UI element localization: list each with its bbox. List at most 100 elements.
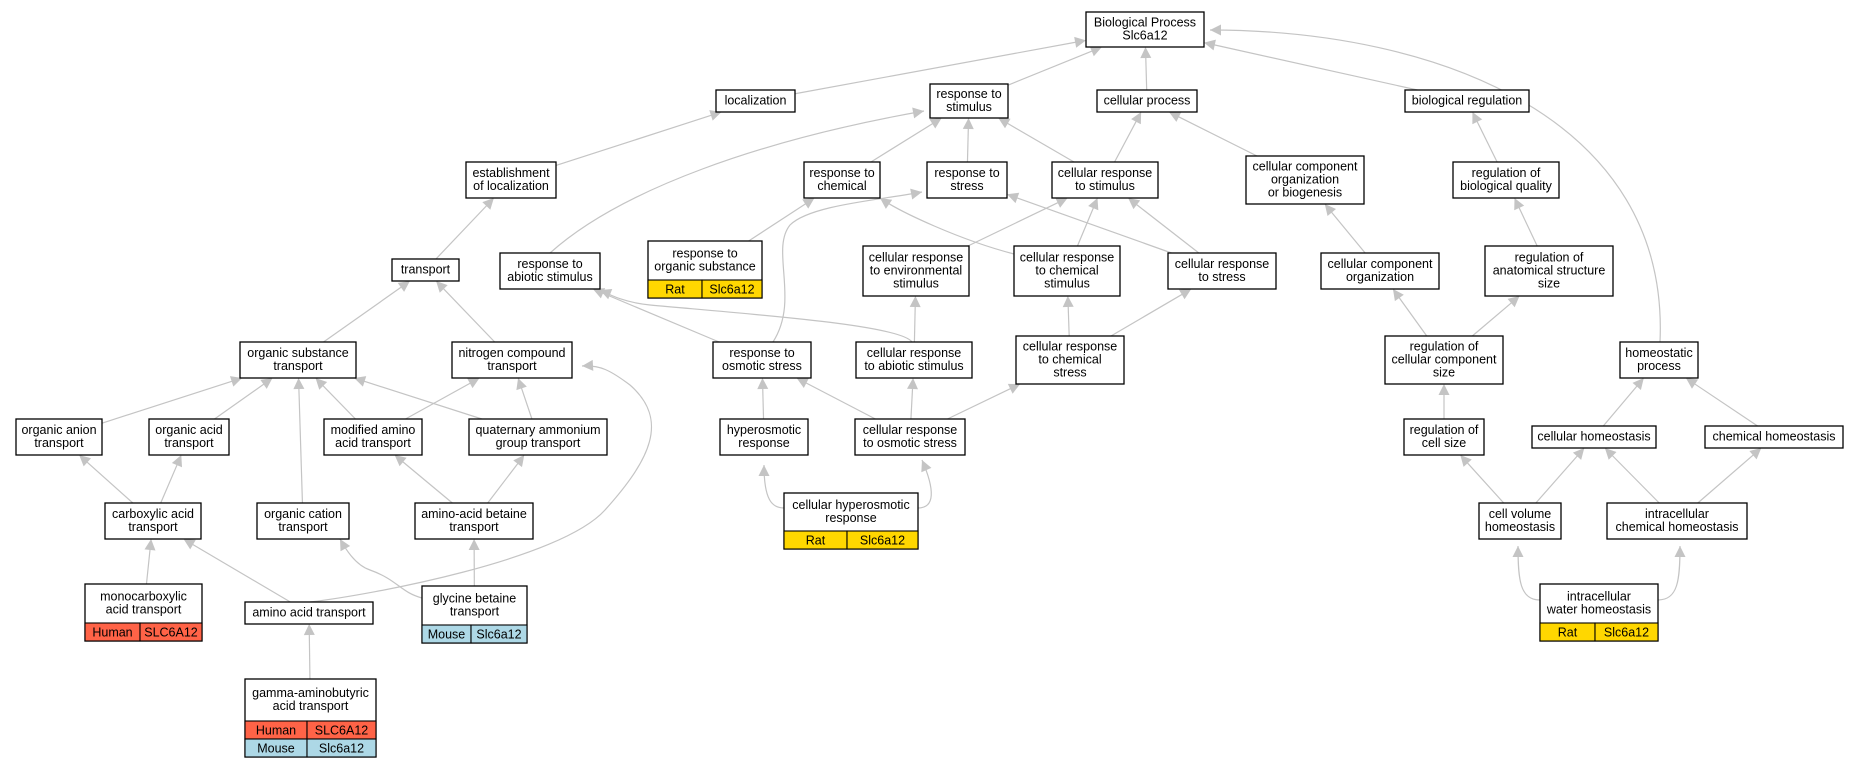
edge-cellular-response-to-osmotic-stress-to-cellular-response-to-abiotic-stimulus bbox=[907, 378, 918, 420]
edge-line bbox=[405, 382, 472, 420]
node-localization[interactable]: localization bbox=[715, 89, 796, 113]
edge-cellular-response-to-osmotic-stress-to-response-to-osmotic-stress bbox=[796, 378, 876, 420]
node-label: response to bbox=[809, 166, 874, 180]
node-label: to stress bbox=[1198, 270, 1245, 284]
edge-arrowhead bbox=[1392, 289, 1404, 302]
node-box bbox=[391, 258, 460, 282]
edge-response-to-chemical-to-response-to-stimulus bbox=[870, 118, 942, 163]
gene-cell bbox=[470, 624, 528, 644]
node-label: response bbox=[738, 436, 789, 450]
edge-line bbox=[1114, 120, 1137, 163]
edge-arrowhead bbox=[1572, 448, 1585, 460]
node-amino-acid-transport[interactable]: amino acid transport bbox=[244, 601, 374, 625]
node-box bbox=[104, 502, 202, 540]
node-label: amino-acid betaine bbox=[421, 507, 527, 521]
species-label: Rat bbox=[1558, 625, 1578, 639]
edge-monocarboxylic-acid-transport-to-carboxylic-acid-transport bbox=[144, 539, 156, 585]
node-label: biological quality bbox=[1460, 179, 1552, 193]
node-label: cellular component bbox=[1253, 159, 1358, 173]
edge-arrowhead bbox=[912, 107, 924, 119]
edge-response-to-osmotic-stress-to-response-to-stress bbox=[772, 188, 923, 343]
node-transport[interactable]: transport bbox=[391, 258, 460, 282]
edge-cellular-response-to-abiotic-stimulus-to-response-to-abiotic-stimulus bbox=[599, 288, 913, 343]
edge-arrowhead bbox=[709, 110, 722, 121]
edge-line bbox=[1466, 462, 1505, 504]
edge-arrowhead bbox=[962, 118, 974, 130]
node-label: cellular homeostasis bbox=[1537, 429, 1650, 443]
node-biological-regulation[interactable]: biological regulation bbox=[1404, 89, 1530, 113]
edge-arrowhead bbox=[144, 539, 156, 551]
edge-arrowhead bbox=[183, 539, 196, 550]
edge-cellular-response-to-environmental-stimulus-to-cellular-response-to-stimulus bbox=[967, 197, 1068, 247]
node-label: to chemical bbox=[1035, 263, 1098, 277]
edge-cellular-component-org-biogenesis-to-cellular-process bbox=[1169, 112, 1258, 157]
edge-line bbox=[599, 289, 913, 343]
gene-label: Slc6a12 bbox=[319, 741, 364, 755]
edge-nitrogen-compound-transport-to-transport bbox=[436, 281, 496, 343]
edge-arrowhead bbox=[1128, 198, 1141, 210]
edge-amino-acid-betaine-transport-to-quaternary-ammonium-group-transport bbox=[487, 455, 525, 504]
gene-label: Slc6a12 bbox=[860, 533, 905, 547]
edge-line bbox=[1145, 56, 1148, 91]
edge-arrowhead bbox=[1512, 546, 1524, 557]
edge-line bbox=[1006, 122, 1075, 163]
node-label: anatomical structure bbox=[1493, 263, 1606, 277]
node-label: acid transport bbox=[106, 602, 182, 616]
node-cellular-homeostasis[interactable]: cellular homeostasis bbox=[1531, 425, 1657, 449]
edge-organic-anion-transport-to-organic-substance-transport bbox=[101, 376, 243, 424]
edge-arrowhead bbox=[1749, 448, 1762, 460]
node-cellular-process[interactable]: cellular process bbox=[1096, 89, 1198, 113]
gene-cell bbox=[139, 622, 203, 642]
edge-arrowhead bbox=[1438, 384, 1450, 395]
edge-cellular-response-to-chemical-stimulus-to-cellular-response-to-stimulus bbox=[1076, 198, 1099, 247]
node-box bbox=[855, 341, 973, 379]
node-chemical-homeostasis[interactable]: chemical homeostasis bbox=[1704, 425, 1844, 449]
node-box bbox=[719, 418, 809, 456]
node-label: transport bbox=[273, 359, 323, 373]
edge-line bbox=[601, 292, 720, 343]
edge-arrowhead bbox=[1131, 112, 1142, 125]
edge-line bbox=[1213, 44, 1418, 91]
node-label: Biological Process bbox=[1094, 15, 1196, 29]
node-box bbox=[1619, 341, 1699, 379]
